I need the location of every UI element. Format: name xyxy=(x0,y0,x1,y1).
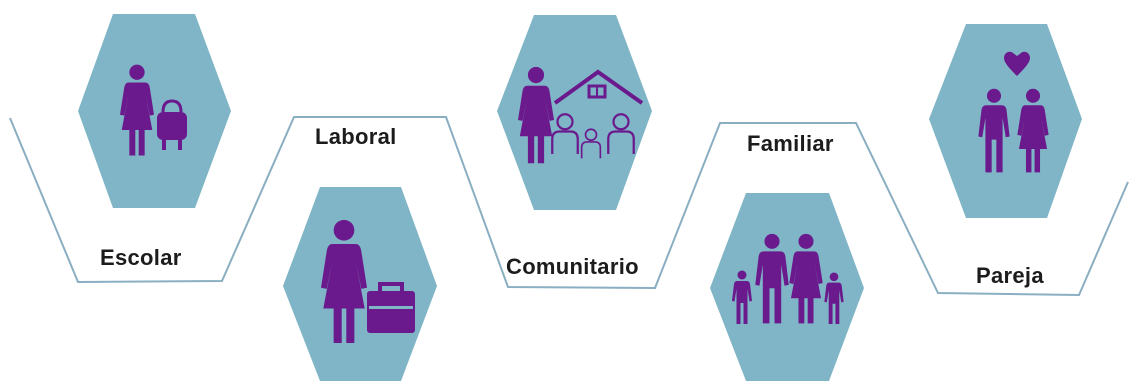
hexagon-comunitario xyxy=(497,15,652,210)
woman-with-briefcase-icon xyxy=(321,219,415,343)
label-comunitario: Comunitario xyxy=(506,254,639,279)
label-familiar: Familiar xyxy=(747,131,834,156)
woman-with-child-backpack-icon xyxy=(120,64,187,156)
community-house-family-icon xyxy=(518,66,644,164)
hexagon-escolar xyxy=(78,14,231,208)
label-laboral: Laboral xyxy=(315,124,397,149)
couple-with-heart-icon xyxy=(978,51,1049,173)
hexagon-familiar xyxy=(710,193,864,381)
label-pareja: Pareja xyxy=(976,263,1044,288)
connector-line xyxy=(9,116,1129,297)
label-escolar: Escolar xyxy=(100,245,182,270)
